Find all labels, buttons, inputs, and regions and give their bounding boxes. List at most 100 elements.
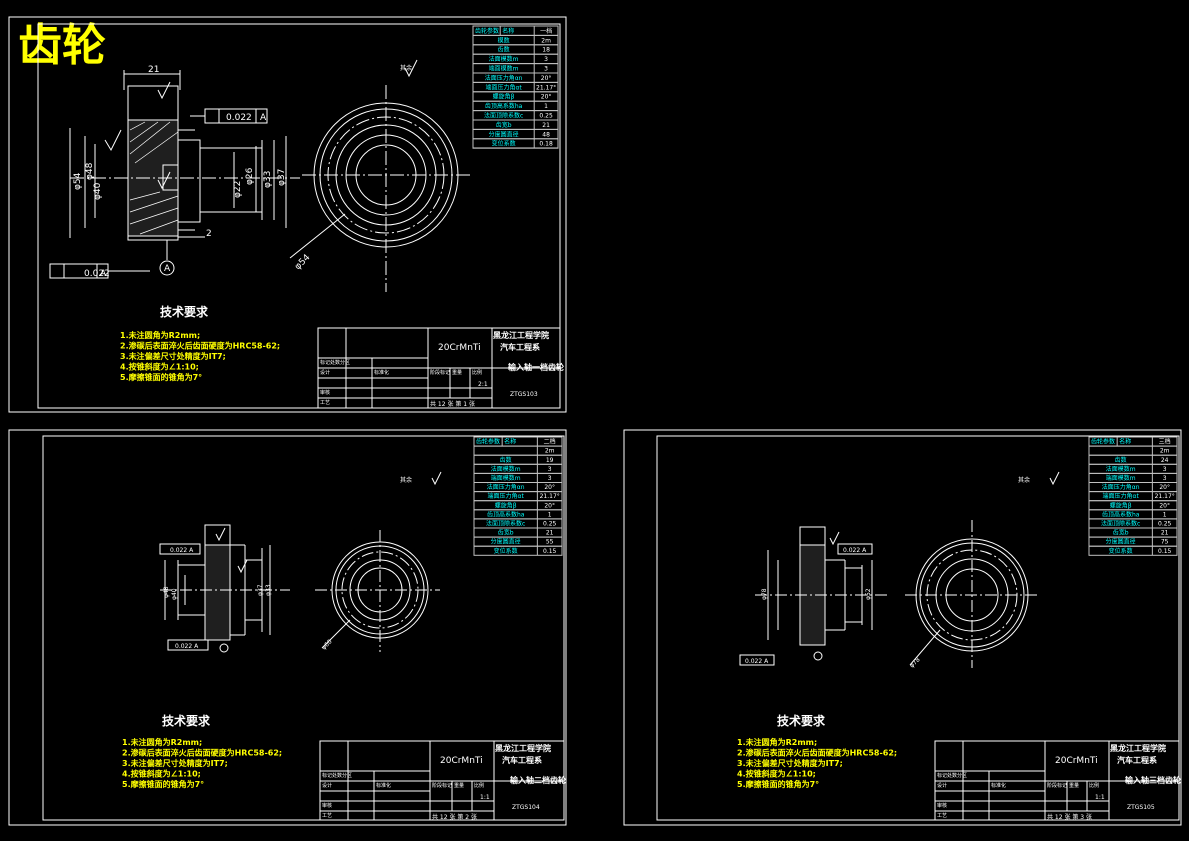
tb-label: 设计 [322,782,332,789]
dimension-label: 0.022 A [843,547,867,554]
param-name: 端面模数m [1106,474,1136,482]
tb-label: 阶段标记 [430,369,450,376]
drawing-sheet-2[interactable] [8,429,567,826]
title-block-1 [317,327,561,409]
tb-label: 设计 [320,369,330,376]
scale-value: 1:1 [1095,794,1105,801]
param-value: 3 [1163,475,1167,482]
param-name: 分度圆直径 [489,130,519,138]
dimension-label: 0.022 [84,269,110,279]
sheet-count: 共 12 张 第 3 张 [1047,813,1092,821]
param-name: 端面模数m [491,474,521,482]
tb-label: 重量 [452,369,462,376]
param-value: 2m [541,37,551,44]
param-name: 法面压力角αn [1102,483,1140,491]
dimension-label: φ37 [277,169,287,186]
dimension-label: φ78 [908,656,921,669]
dept-name: 汽车工程系 [500,342,540,352]
param-row [472,138,559,149]
end-view-3 [905,471,1060,668]
param-value: 20° [541,75,552,82]
param-value: 3 [548,466,552,473]
tb-label: 重量 [1069,782,1079,789]
tech-requirement-item: 1.未注圆角为R2mm; [737,737,817,747]
dimension-label: φ48 [163,586,170,598]
param-name: 变位系数 [1109,547,1133,555]
drawing-name: 输入轴二档齿轮 [510,775,566,785]
param-value: 18 [542,47,550,54]
param-group-label: 齿轮参数 [476,438,500,446]
tb-label: 工艺 [322,813,332,819]
param-value: 19 [546,457,554,464]
tech-requirement-item: 5.摩擦锥面的锥角为7° [120,372,202,382]
param-value: 2m [1160,448,1170,455]
tb-label: 标记处数分区 [937,772,967,779]
param-value: 0.15 [543,548,557,555]
school-name: 黑龙江工程学院 [493,330,549,340]
tech-requirement-item: 4.按锥斜度为∠1:10; [122,769,201,779]
param-name: 端面压力角αt [485,83,522,91]
tb-label: 比例 [472,369,482,376]
param-value: 二档 [544,438,556,446]
param-value: 0.15 [1158,548,1172,555]
dimension-label: φ40 [171,588,178,600]
param-name: 法面顶隙系数c [486,520,525,528]
param-value: 48 [542,131,550,138]
param-name: 齿数 [1115,456,1127,464]
param-name: 端面压力角αt [488,492,525,500]
tech-requirement-item: 3.未注偏差尺寸处精度为IT7; [737,758,843,768]
param-name: 齿数 [498,46,510,54]
param-name: 端面模数m [489,65,519,73]
param-name: 齿宽b [496,121,512,129]
dimension-label: 0.022 A [175,643,199,650]
dimension-label: 0.022 [226,113,252,123]
param-value: 21 [546,530,554,537]
param-value: 三档 [1159,438,1171,446]
param-value: 21 [542,122,550,129]
tech-requirement-item: 4.按锥斜度为∠1:10; [737,769,816,779]
sheet-count: 共 12 张 第 1 张 [430,400,475,408]
sheet-count: 共 12 张 第 2 张 [432,813,477,821]
school-name: 黑龙江工程学院 [1110,743,1166,753]
param-name: 齿宽b [498,529,514,537]
title-block-2 [319,740,565,821]
dimension-label: φ33 [265,584,272,596]
param-value: 2m [545,448,555,455]
param-name: 法面压力角αn [485,74,523,82]
param-value: 20° [541,94,552,101]
tech-requirements-title: 技术要求 [160,304,209,319]
param-name: 分度圆直径 [491,538,521,546]
param-name: 法面模数m [1106,465,1136,473]
param-name: 模数 [498,36,510,44]
param-value: 20° [1159,502,1170,509]
dimension-label: φ40 [93,182,103,200]
section-view-2 [159,524,290,653]
section-view-1 [49,70,300,279]
tech-requirement-item: 1.未注圆角为R2mm; [122,737,202,747]
dept-name: 汽车工程系 [502,755,542,765]
param-value: 21.17° [540,493,560,500]
drawing-name: 输入轴一档齿轮 [508,362,564,372]
dimension-label: A [100,269,107,279]
param-name: 齿宽b [1113,529,1129,537]
dimension-label: φ26 [245,167,255,185]
drawing-sheet-3[interactable] [623,429,1182,826]
param-name: 齿数 [500,456,512,464]
section-view-3 [739,526,890,666]
param-name: 法面模数m [491,465,521,473]
tb-label: 阶段标记 [432,782,452,789]
tb-label: 标准化 [991,782,1006,789]
roughness-note: 其余 [400,476,412,484]
drawing-sheet-1[interactable] [8,16,567,413]
param-name: 法面顶隙系数c [484,112,523,120]
param-value: 75 [1161,539,1169,546]
drawing-code: ZTGS104 [512,804,540,811]
dimension-label: φ48 [85,162,95,180]
param-value: 21.17° [1155,493,1175,500]
param-name: 变位系数 [492,140,516,148]
param-value: 20° [1159,484,1170,491]
param-group-label: 齿轮参数 [1091,438,1115,446]
dimension-label: φ52 [865,588,872,600]
tb-label: 审核 [320,389,330,396]
